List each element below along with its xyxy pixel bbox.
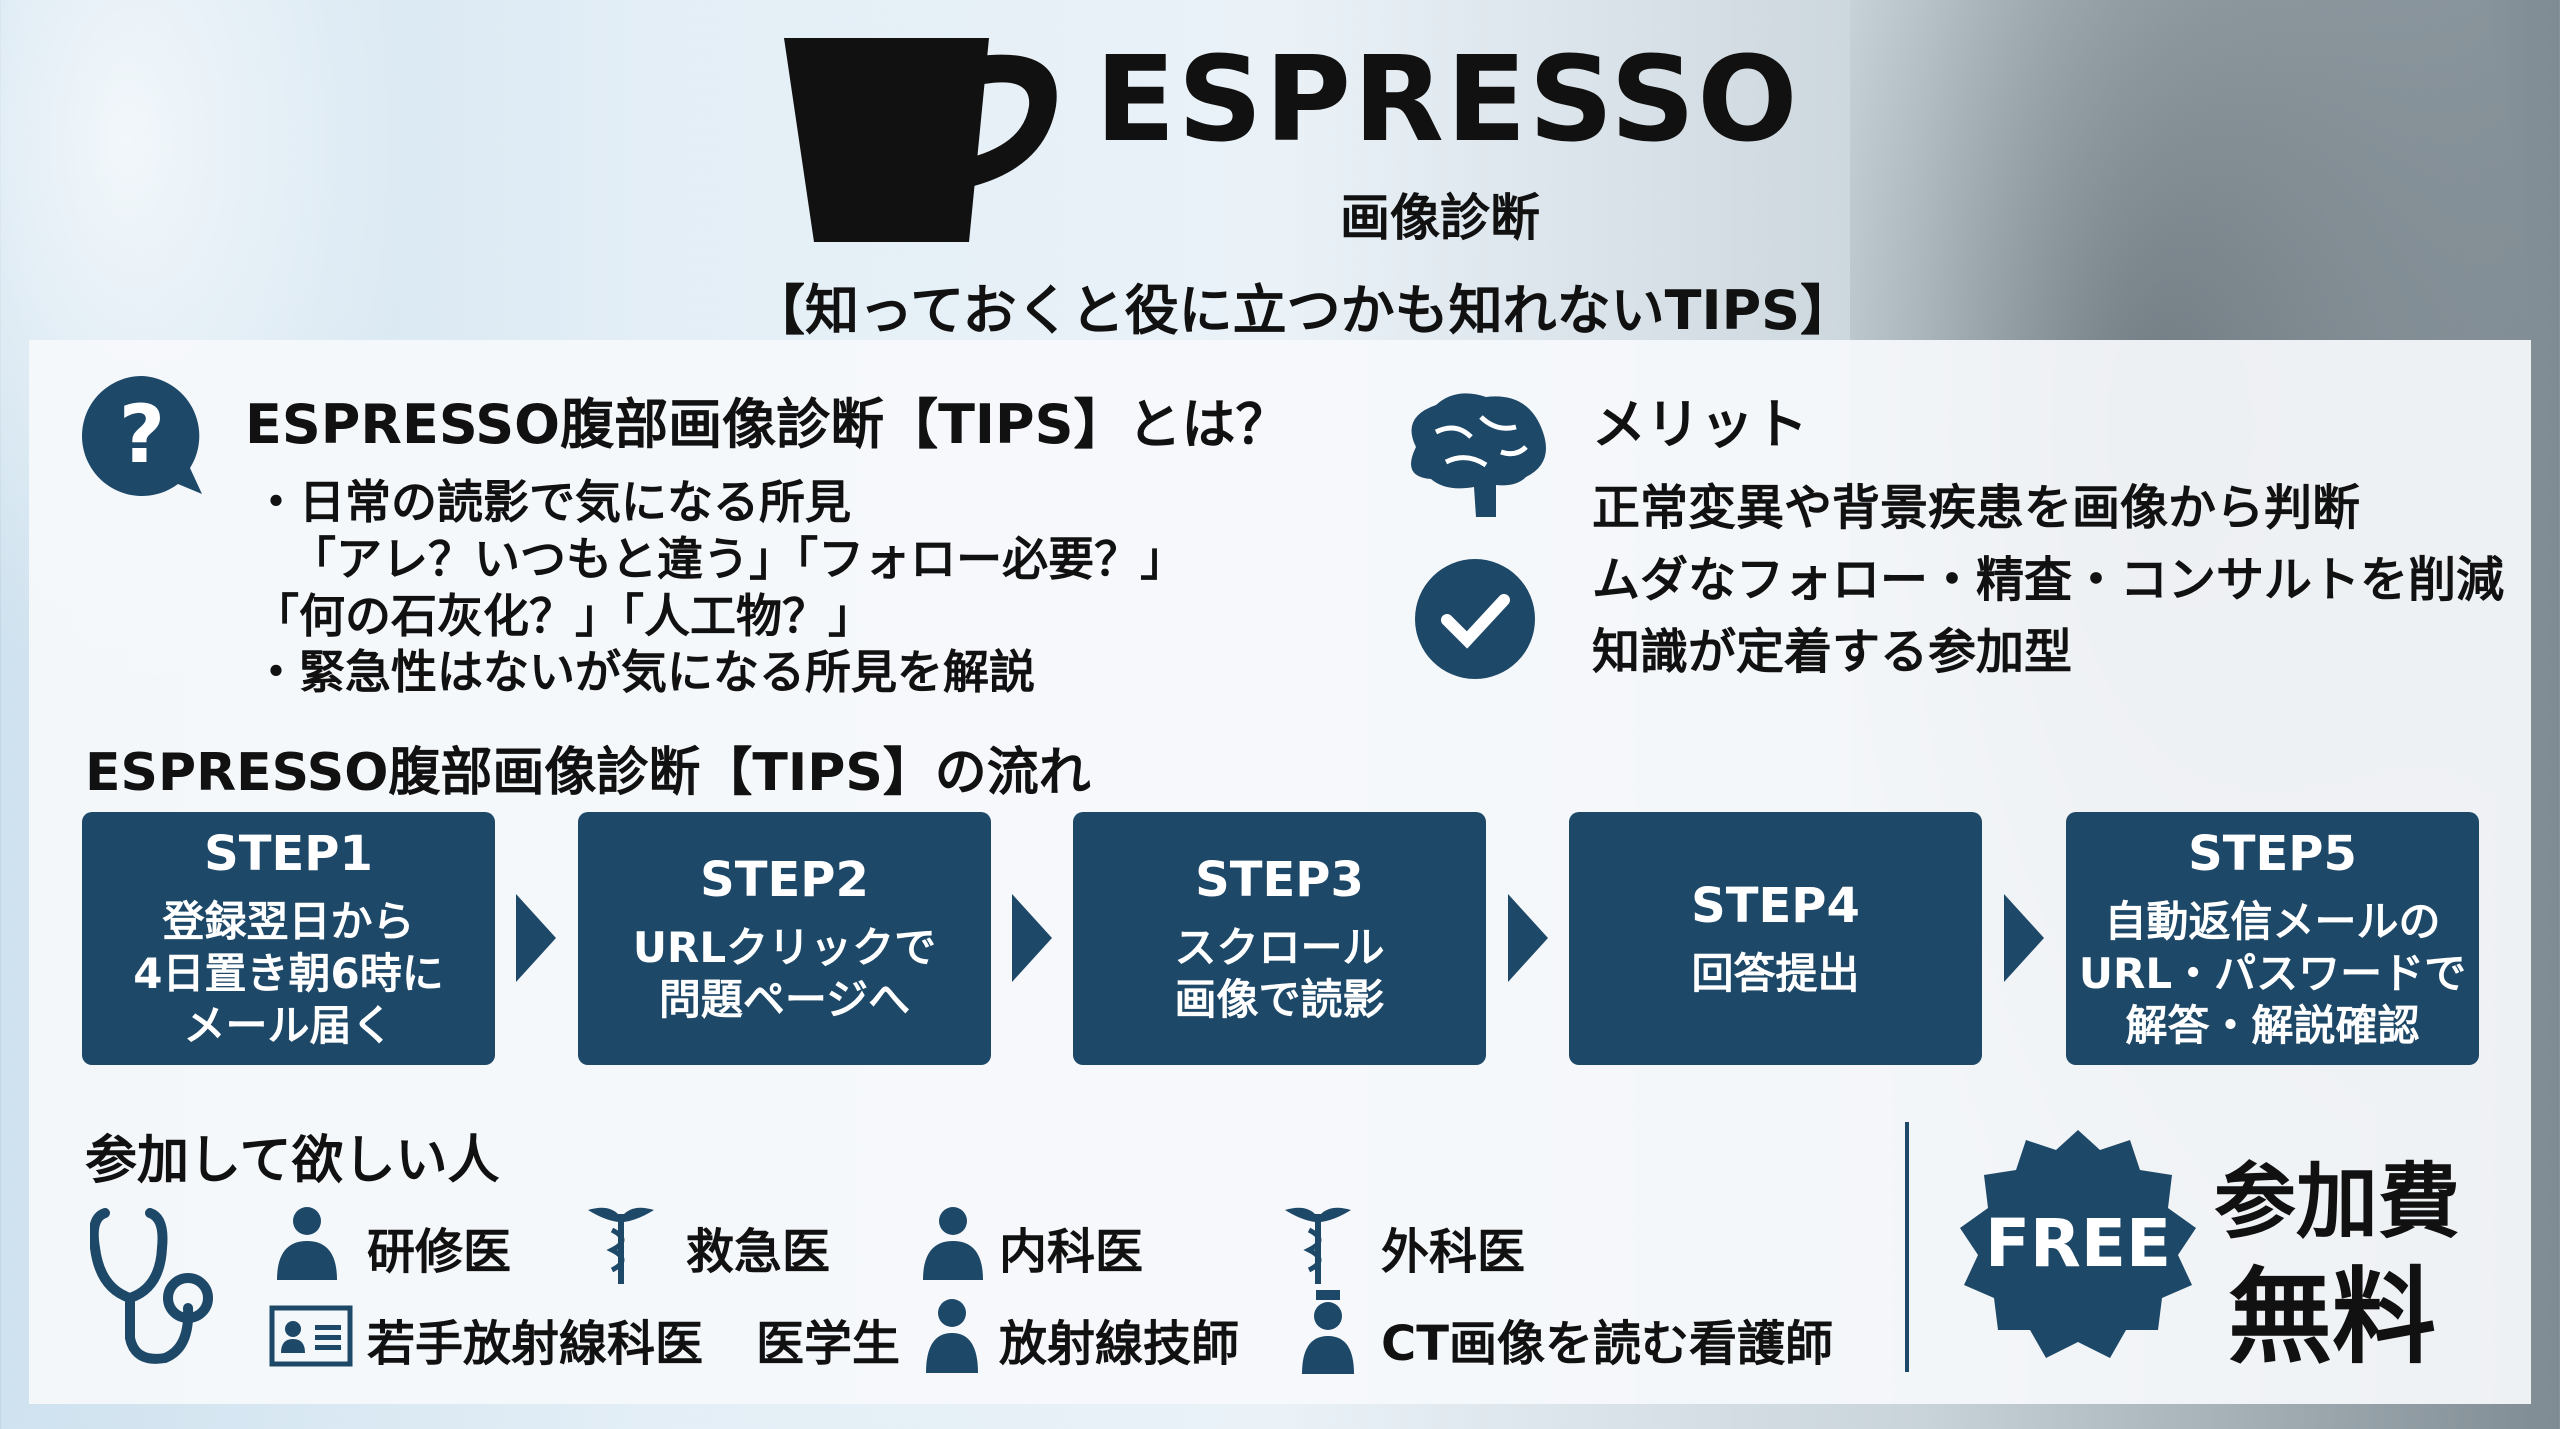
step-arrow-icon	[1012, 894, 1052, 982]
merit-item: 知識が定着する参加型	[1592, 624, 2073, 680]
about-line: 「アレ？いつもと違う」「フォロー必要？」	[290, 532, 1187, 586]
audience-item: 医学生	[756, 1316, 901, 1372]
merit-item: 正常変異や背景疾患を画像から判断	[1592, 480, 2361, 536]
caduceus-icon	[1285, 1207, 1351, 1284]
flow-heading: ESPRESSO腹部画像診断【TIPS】の流れ	[85, 743, 1091, 803]
audience-item: 研修医	[367, 1224, 512, 1280]
step-title: STEP1	[204, 825, 373, 882]
audience-heading: 参加して欲しい人	[85, 1131, 500, 1191]
merits-heading: メリット	[1592, 393, 1808, 456]
tagline: 【知っておくと役に立つかも知れないTIPS】	[751, 279, 1855, 342]
about-line: ・日常の読影で気になる所見	[253, 475, 851, 529]
technician-icon	[926, 1299, 978, 1373]
step-arrow-icon	[516, 894, 556, 982]
audience-item: 外科医	[1381, 1224, 1526, 1280]
step-desc: URLクリックで 問題ページへ	[632, 922, 937, 1024]
step-arrow-icon	[1508, 894, 1548, 982]
brain-icon	[1411, 393, 1546, 517]
free-badge-icon	[1960, 1130, 2196, 1358]
step-title: STEP5	[2188, 825, 2357, 882]
step-arrow-icon	[2004, 894, 2044, 982]
doctor-icon	[277, 1207, 337, 1280]
step-5: STEP5 自動返信メールの URL・パスワードで 解答・解説確認	[2066, 812, 2479, 1065]
merit-item: ムダなフォロー・精査・コンサルトを削減	[1592, 552, 2505, 608]
audience-item: 救急医	[686, 1224, 831, 1280]
step-1: STEP1 登録翌日から 4日置き朝6時に メール届く	[82, 812, 495, 1065]
coffee-cup-logo-icon	[784, 38, 1057, 242]
free-badge-label: FREE	[1984, 1205, 2172, 1282]
step-desc: 回答提出	[1691, 948, 1860, 998]
audience-item: 若手放射線科医	[367, 1316, 704, 1372]
nurse-icon	[1302, 1290, 1354, 1374]
physician-icon	[923, 1207, 983, 1280]
step-4: STEP4 回答提出	[1569, 812, 1982, 1065]
step-3: STEP3 スクロール 画像で読影	[1073, 812, 1486, 1065]
logo-subtitle: 画像診断	[1340, 189, 1540, 247]
svg-text:?: ?	[119, 388, 165, 481]
about-line: 「何の石灰化？」「人工物？」	[253, 589, 874, 643]
about-line: ・緊急性はないが気になる所見を解説	[253, 645, 1035, 699]
fee-value: 無料	[2228, 1256, 2437, 1378]
fee-label: 参加費	[2214, 1155, 2461, 1250]
check-circle-icon	[1415, 559, 1535, 679]
audience-item: 放射線技師	[999, 1316, 1240, 1372]
id-card-icon	[269, 1305, 353, 1367]
step-title: STEP3	[1195, 851, 1364, 908]
audience-item: CT画像を読む看護師	[1381, 1316, 1833, 1372]
stethoscope-icon	[90, 1208, 213, 1364]
about-heading: ESPRESSO腹部画像診断【TIPS】とは？	[245, 393, 1290, 456]
caduceus-icon	[588, 1207, 654, 1284]
step-title: STEP4	[1691, 877, 1860, 934]
audience-item: 内科医	[999, 1224, 1144, 1280]
step-desc: 登録翌日から 4日置き朝6時に メール届く	[133, 896, 444, 1050]
step-title: STEP2	[700, 851, 869, 908]
step-desc: 自動返信メールの URL・パスワードで 解答・解説確認	[2078, 896, 2467, 1050]
divider	[1905, 1122, 1909, 1372]
step-desc: スクロール 画像で読影	[1174, 922, 1385, 1024]
question-bubble-icon: ?	[82, 376, 202, 496]
logo-text: ESPRESSO	[1095, 30, 1800, 168]
